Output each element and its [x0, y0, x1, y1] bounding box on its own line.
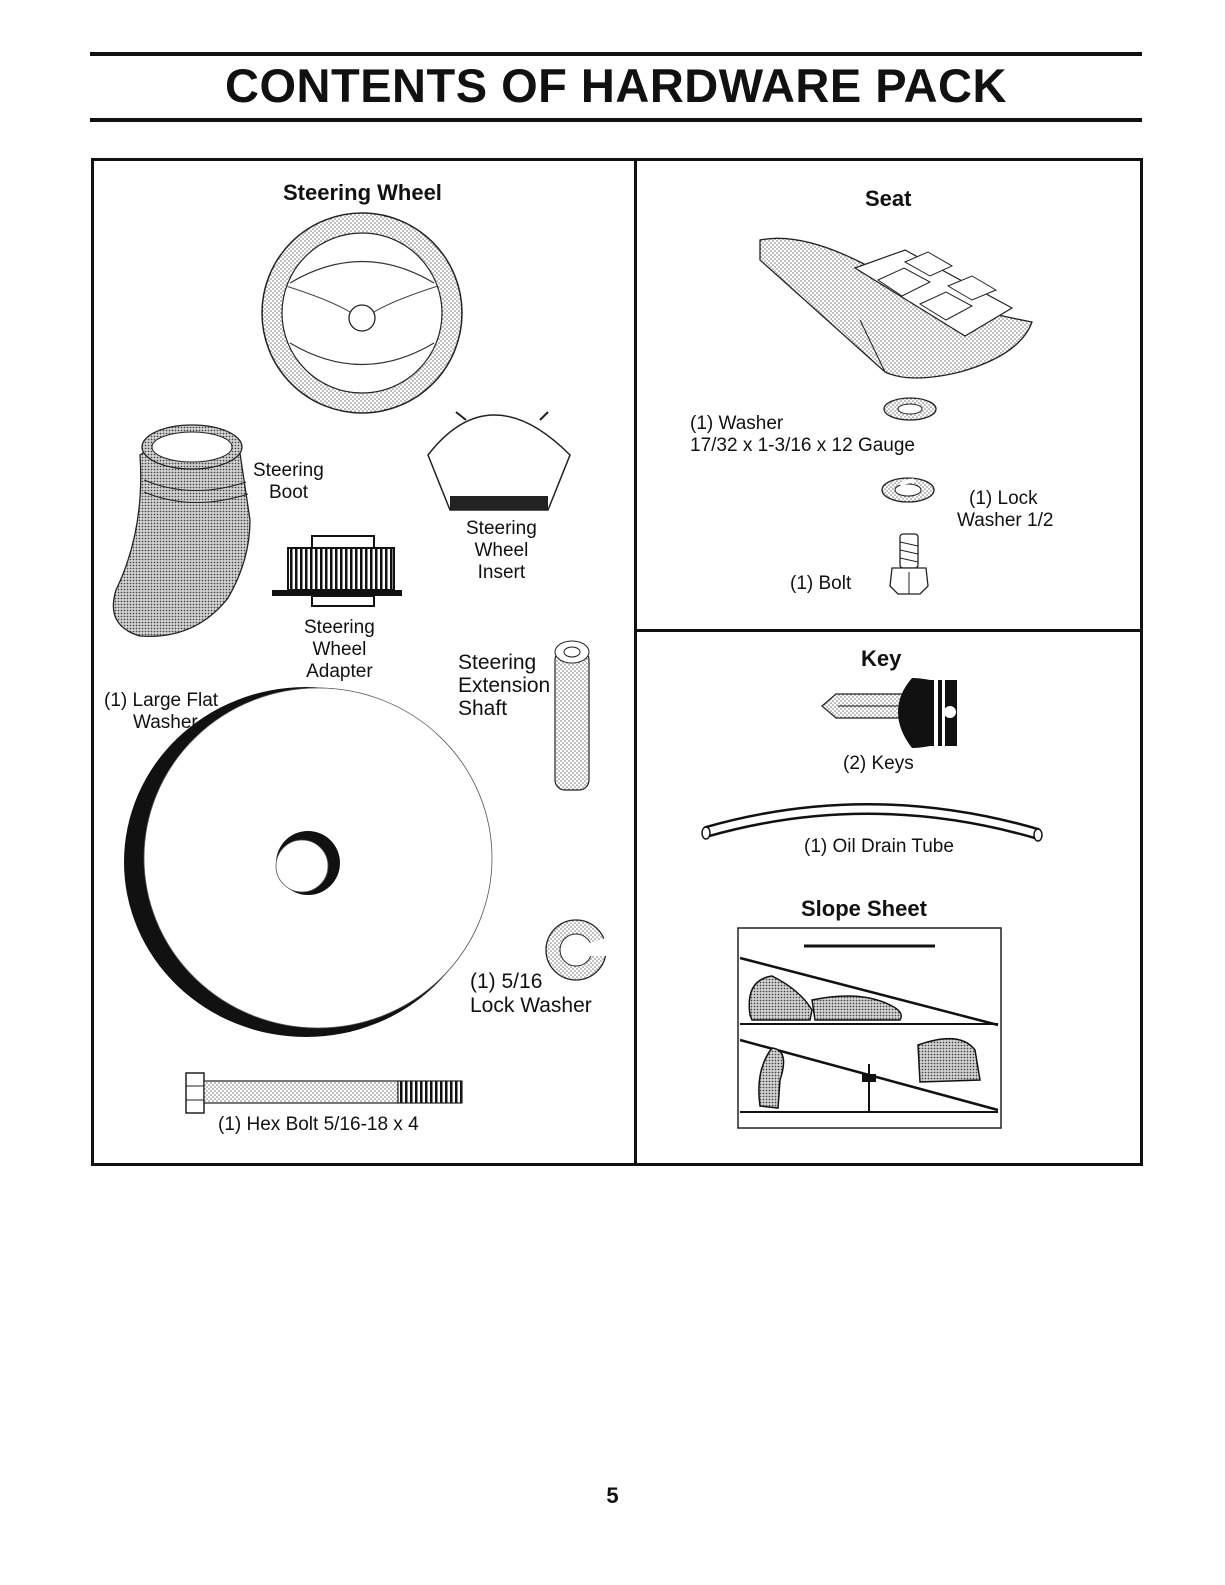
lock-washer-5-16-icon	[545, 919, 612, 981]
lock-washer-5-16-label: (1) 5/16 Lock Washer	[470, 970, 592, 1017]
steering-boot-icon	[112, 424, 251, 637]
keys-label: (2) Keys	[843, 753, 914, 774]
seat-lock-washer-icon	[881, 477, 935, 503]
steering-wheel-insert-icon	[427, 411, 571, 511]
page-number: 5	[606, 1483, 619, 1508]
steering-boot-label: Steering Boot	[253, 460, 324, 503]
steering-wheel-adapter-label: Steering Wheel Adapter	[304, 617, 375, 682]
large-flat-washer-label: (1) Large Flat Washer	[104, 690, 219, 733]
steering-wheel-insert-label: Steering Wheel Insert	[466, 518, 537, 583]
title-underline	[90, 118, 1142, 122]
large-flat-washer-icon	[124, 687, 493, 1037]
column-divider	[634, 158, 637, 1166]
slope-sheet-icon	[737, 927, 1002, 1129]
seat-bolt-label: (1) Bolt	[790, 573, 852, 594]
steering-wheel-heading: Steering Wheel	[283, 180, 442, 205]
contents-frame	[91, 158, 1143, 1166]
hex-bolt-icon	[185, 1072, 463, 1114]
slope-sheet-heading: Slope Sheet	[801, 896, 927, 921]
steering-extension-shaft-label: Steering Extension Shaft	[458, 651, 551, 720]
oil-drain-tube-label: (1) Oil Drain Tube	[804, 836, 954, 857]
seat-icon	[759, 237, 1033, 379]
seat-lock-washer-label: (1) Lock Washer 1/2	[957, 488, 1054, 531]
hex-bolt-label: (1) Hex Bolt 5/16-18 x 4	[218, 1114, 419, 1135]
seat-washer-icon	[883, 397, 937, 421]
oil-drain-tube-icon	[701, 803, 1043, 842]
seat-key-divider	[636, 629, 1143, 632]
seat-washer-label: (1) Washer 17/32 x 1-3/16 x 12 Gauge	[690, 413, 915, 456]
seat-bolt-icon	[889, 533, 929, 595]
top-rule	[90, 52, 1142, 56]
key-icon	[821, 678, 957, 748]
key-heading: Key	[861, 646, 902, 671]
steering-extension-shaft-icon	[554, 640, 590, 791]
seat-heading: Seat	[865, 186, 912, 211]
page-title: CONTENTS OF HARDWARE PACK	[225, 59, 1007, 112]
steering-wheel-adapter-icon	[272, 535, 402, 607]
steering-wheel-icon	[261, 212, 463, 414]
